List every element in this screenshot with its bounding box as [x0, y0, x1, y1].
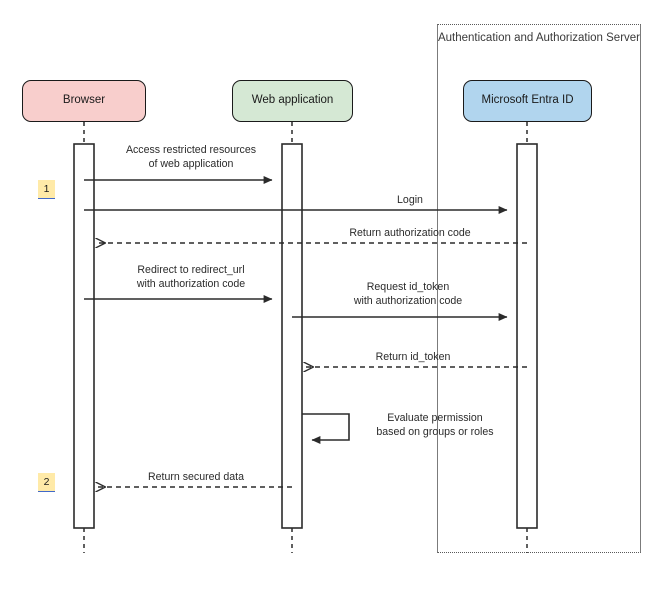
activation-bar-browser — [73, 143, 95, 529]
participant-entra-label: Microsoft Entra ID — [481, 94, 574, 107]
message-label-redirect: Redirect to redirect_url with authorizat… — [136, 264, 246, 290]
message-label-request-id-token: Request id_token with authorization code — [353, 281, 463, 307]
message-label-evaluate-permission: Evaluate permission based on groups or r… — [376, 412, 494, 438]
step-badge-2-number: 2 — [43, 476, 50, 488]
step-badge-1-number: 1 — [43, 183, 50, 195]
message-label-access-restricted: Access restricted resources of web appli… — [125, 144, 257, 170]
activation-bar-webapp — [281, 143, 303, 529]
participant-webapp[interactable]: Web application — [232, 80, 353, 122]
auth-server-group-frame — [437, 24, 641, 553]
step-badge-2[interactable]: 2 — [38, 473, 55, 492]
participant-browser[interactable]: Browser — [22, 80, 146, 122]
activation-bar-entra — [516, 143, 538, 529]
message-arrow-evaluate-permission — [302, 413, 350, 444]
message-label-login: Login — [397, 194, 423, 206]
step-badge-1[interactable]: 1 — [38, 180, 55, 199]
message-label-return-auth-code: Return authorization code — [349, 227, 471, 239]
participant-entra[interactable]: Microsoft Entra ID — [463, 80, 592, 122]
auth-server-group-label: Authentication and Authorization Server — [437, 32, 641, 44]
message-label-return-id-token: Return id_token — [375, 351, 451, 363]
participant-browser-label: Browser — [62, 94, 106, 107]
participant-webapp-label: Web application — [251, 94, 334, 107]
message-label-return-secured-data: Return secured data — [148, 471, 244, 483]
